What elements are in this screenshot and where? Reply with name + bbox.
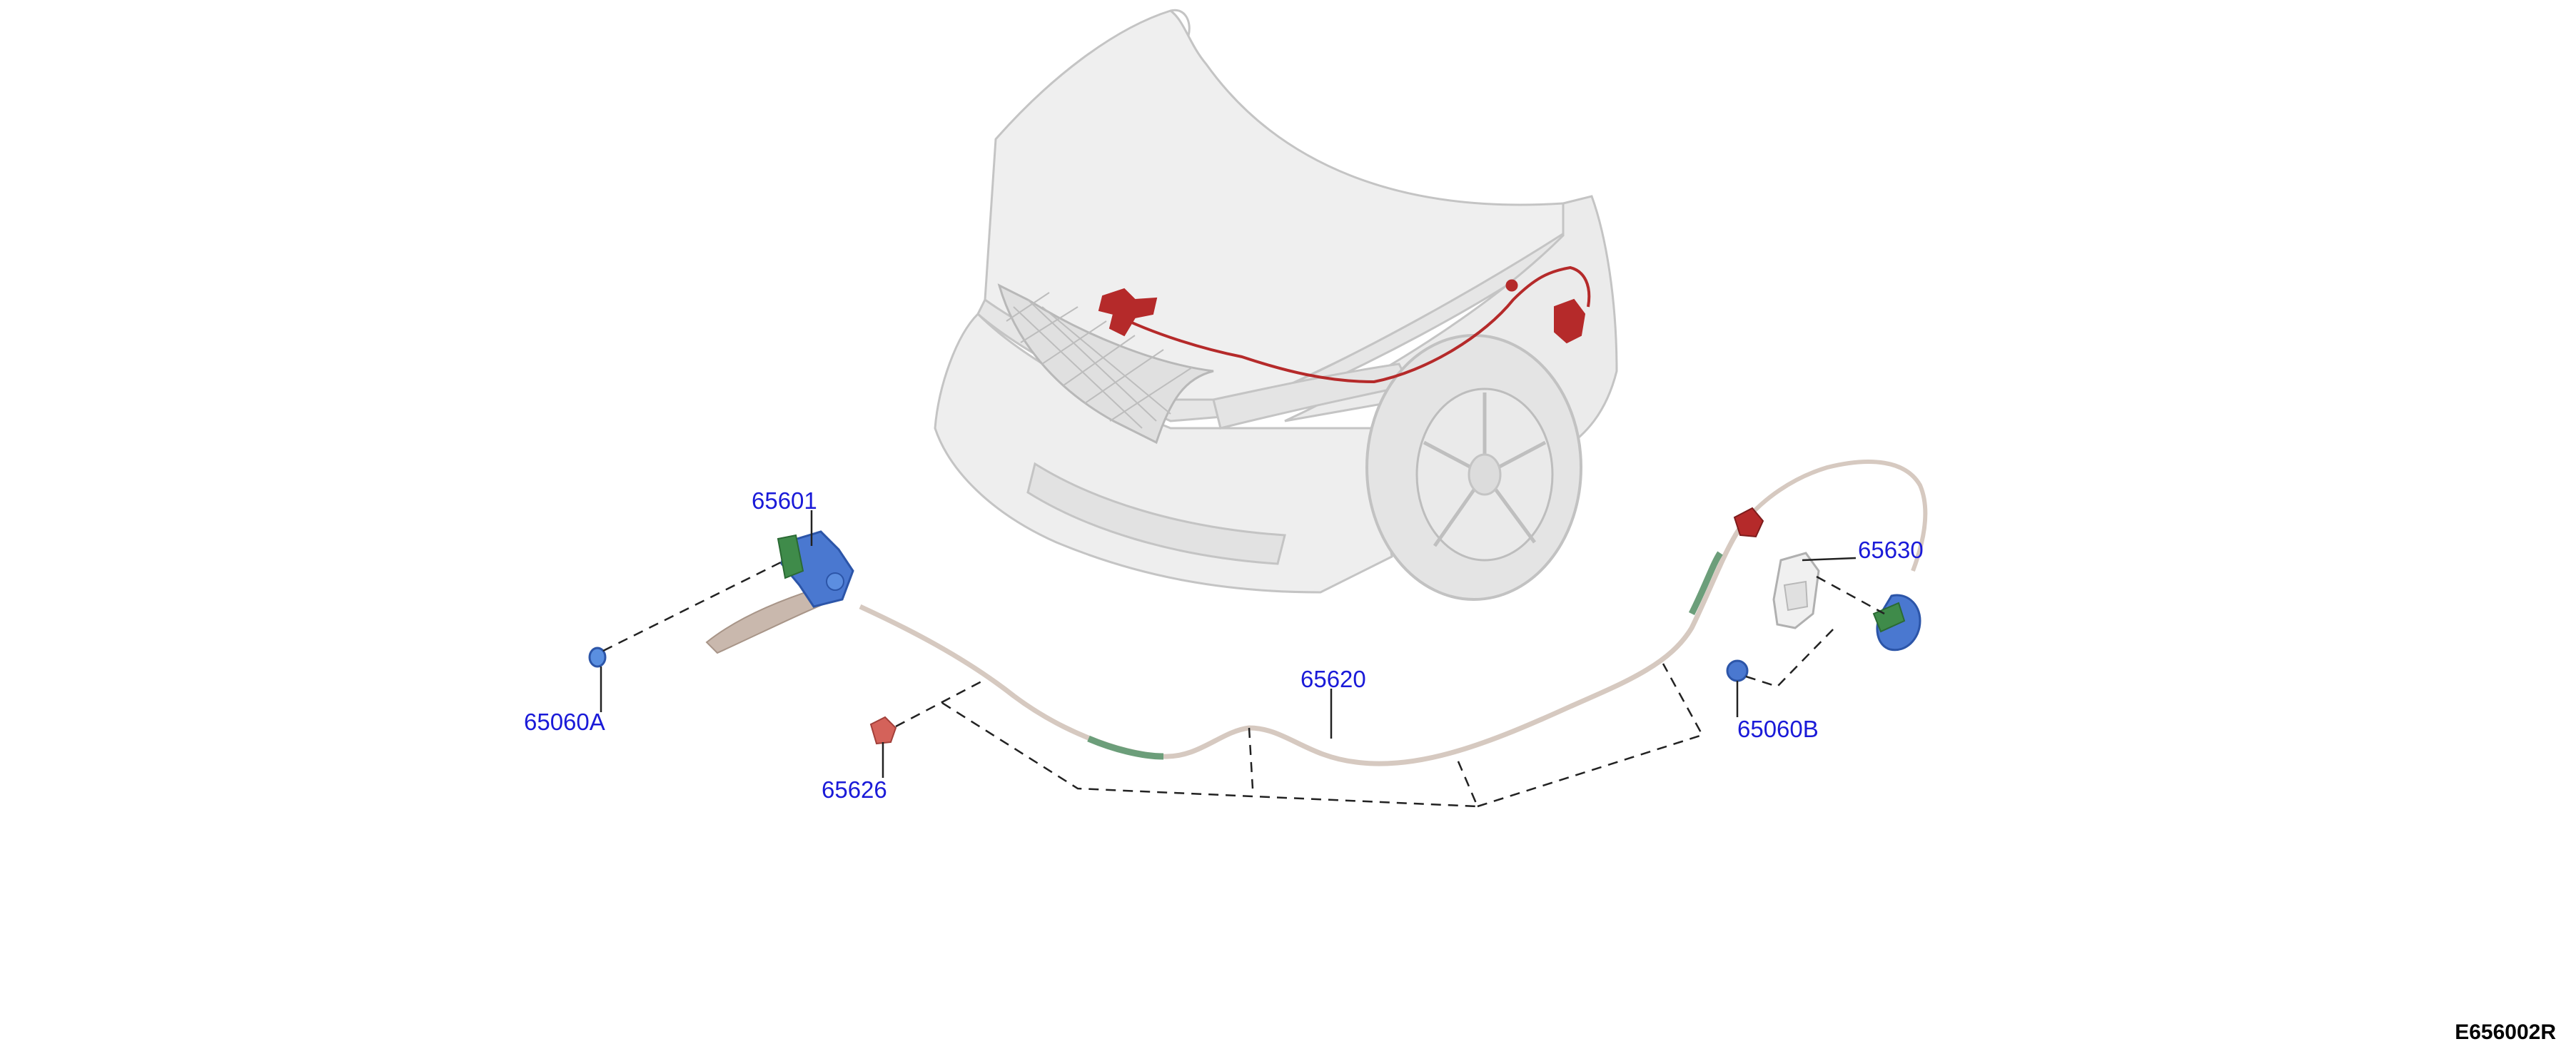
guide-clamp-loop — [941, 701, 1479, 808]
diagram-code: E656002R — [2455, 1020, 2556, 1044]
highlighted-hood-lock — [1098, 288, 1158, 337]
hood-lock-assembly — [705, 530, 854, 654]
highlighted-cable — [1113, 265, 1591, 384]
leader-lines — [600, 510, 1857, 778]
a-pillar-edge — [1170, 9, 1191, 36]
callout-65620: 65620 — [1300, 666, 1366, 692]
lower-intake — [1026, 462, 1286, 565]
guide-clamp — [895, 680, 982, 728]
assembly-guide-lines — [602, 559, 1885, 808]
vehicle-front-illustration — [934, 9, 1618, 601]
hub — [1468, 453, 1502, 496]
clip-a-part — [588, 647, 607, 668]
callout-65060b: 65060B — [1737, 716, 1819, 742]
callout-65601: 65601 — [752, 487, 817, 514]
guide-bracket — [1816, 575, 1885, 615]
release-handle — [1872, 594, 1921, 652]
cable-green-section-2 — [1688, 551, 1723, 616]
cable-sheath — [859, 519, 1747, 766]
cable-upper-loop — [1743, 460, 1928, 572]
clip-b-part — [1726, 659, 1749, 682]
highlighted-grommet — [1505, 279, 1518, 292]
hood-lock-bracket — [777, 534, 804, 579]
grille-mesh — [1006, 292, 1193, 429]
cable-grommet — [1733, 507, 1764, 538]
callout-65626: 65626 — [822, 776, 887, 803]
hood-lock-spring — [826, 572, 844, 591]
clamp-part — [869, 716, 897, 745]
guide-clip-a — [602, 559, 786, 652]
callout-65060a: 65060A — [524, 709, 605, 735]
cable-green-section-1 — [1087, 735, 1164, 760]
guide-right-loop — [1477, 663, 1704, 808]
leader-65630 — [1802, 557, 1857, 562]
guide-clip-b — [1745, 627, 1835, 688]
grille — [997, 283, 1214, 445]
release-cable — [859, 460, 1928, 766]
callout-65630: 65630 — [1858, 537, 1924, 563]
guide-mid — [1248, 727, 1254, 789]
handle-bracket — [1772, 552, 1820, 629]
highlighted-handle — [1554, 298, 1586, 344]
highlighted-release-system — [1098, 265, 1591, 384]
